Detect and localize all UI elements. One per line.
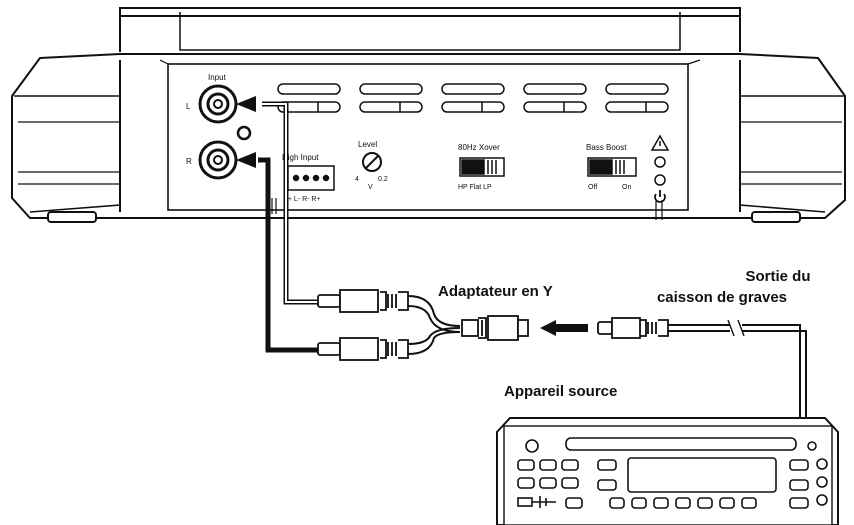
status-led-icon <box>654 174 666 186</box>
level-unit: V <box>368 184 373 191</box>
source-unit-controls <box>517 437 828 509</box>
sub-out-label-line1: Sortie du <box>745 268 810 285</box>
y-adapter-label: Adaptateur en Y <box>438 283 553 300</box>
level-knob <box>362 152 382 172</box>
bass-boost-on: On <box>622 184 631 191</box>
bass-boost-label: Bass Boost <box>586 143 627 152</box>
warning-icon <box>650 134 670 151</box>
amplifier <box>11 7 846 223</box>
input-label: Input <box>208 73 227 82</box>
channel-right-label: R <box>186 157 192 166</box>
level-label: Level <box>358 140 377 149</box>
source-unit <box>496 417 839 525</box>
cable-left <box>262 101 338 305</box>
bass-boost-switch <box>587 157 637 177</box>
protect-led-icon <box>654 156 666 168</box>
arrow-into-right-jack <box>236 152 256 168</box>
led-indicator <box>236 125 252 141</box>
cable-right <box>258 157 338 353</box>
arrow-shaft <box>556 324 588 332</box>
xover-switch <box>459 157 505 177</box>
level-min: 4 <box>355 176 359 183</box>
subwoofer-out-cable <box>668 319 807 418</box>
arrow-into-left-jack <box>236 96 256 112</box>
power-icon <box>654 190 666 203</box>
level-max: 0.2 <box>378 176 388 183</box>
source-label: Appareil source <box>504 383 617 400</box>
sub-out-label-line2: caisson de graves <box>657 289 787 306</box>
y-adapter <box>317 289 529 361</box>
amp-vents <box>277 83 669 113</box>
arrow-into-y-adapter <box>540 320 556 336</box>
channel-left-label: L <box>186 102 191 111</box>
xover-options: HP Flat LP <box>458 184 492 191</box>
xover-label: 80Hz Xover <box>458 143 500 152</box>
high-input-pins: L+ L- R- R+ <box>284 196 321 203</box>
bass-boost-off: Off <box>588 184 597 191</box>
high-input-label: High Input <box>282 153 319 162</box>
subwoofer-out-plug <box>597 317 669 339</box>
